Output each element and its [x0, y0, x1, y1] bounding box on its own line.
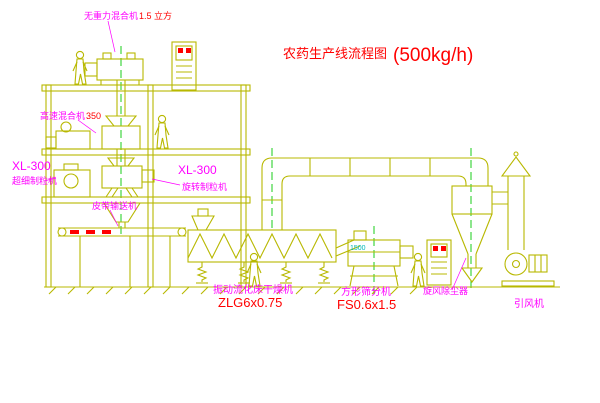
granulator-left-machine — [53, 163, 91, 198]
exhaust-duct — [261, 157, 489, 230]
label-cyclone: 旋风除尘器 — [423, 285, 468, 296]
page-title: 农药生产线流程图 — [283, 46, 387, 61]
label-leaders — [43, 20, 467, 291]
label-granulator-left-model: XL-300 — [12, 159, 51, 173]
belt-conveyor — [57, 227, 187, 287]
control-cabinet-1 — [171, 41, 197, 91]
labels: 农药生产线流程图 (500kg/h) 无重力混合机 1.5 立方 高速混合机 3… — [12, 10, 544, 312]
label-dryer-model: ZLG6x0.75 — [218, 295, 282, 310]
granulator-right-machine — [101, 157, 155, 198]
people — [72, 50, 426, 287]
label-sieve-size-note: 1500 — [350, 245, 366, 252]
cyclone-separator — [451, 185, 508, 283]
label-sieve-name: 方形筛分机 — [341, 285, 391, 298]
gravity-free-mixer — [84, 52, 144, 116]
page-title-capacity: (500kg/h) — [393, 45, 473, 66]
induced-draft-fan — [501, 252, 555, 287]
person-figure — [154, 114, 170, 149]
label-dryer-name: 振动流化床干燥机 — [213, 283, 293, 296]
vibrating-sieve — [347, 230, 414, 287]
label-granulator-right-model: XL-300 — [178, 163, 217, 177]
label-top-mixer-name: 无重力混合机 — [84, 10, 138, 21]
label-granulator-right-name: 旋转制粒机 — [182, 181, 227, 192]
fluid-bed-dryer — [187, 208, 361, 284]
control-cabinet-2 — [426, 239, 452, 286]
label-granulator-left-name: 超细制粒机 — [12, 175, 57, 186]
label-sieve-model: FS0.6x1.5 — [337, 297, 396, 312]
label-belt-conveyor: 皮带输送机 — [92, 200, 137, 211]
centerlines — [120, 46, 472, 294]
label-top-mixer-size: 1.5 立方 — [139, 10, 172, 21]
label-hs-mixer-name: 高速混合机 — [40, 110, 85, 121]
high-speed-mixer — [45, 121, 91, 150]
exhaust-stack — [500, 151, 532, 250]
ground-line — [44, 286, 560, 295]
label-hs-mixer-size: 350 — [86, 111, 101, 121]
label-fan: 引风机 — [514, 297, 544, 310]
person-figure — [246, 252, 262, 287]
discharge-hopper — [103, 202, 141, 228]
